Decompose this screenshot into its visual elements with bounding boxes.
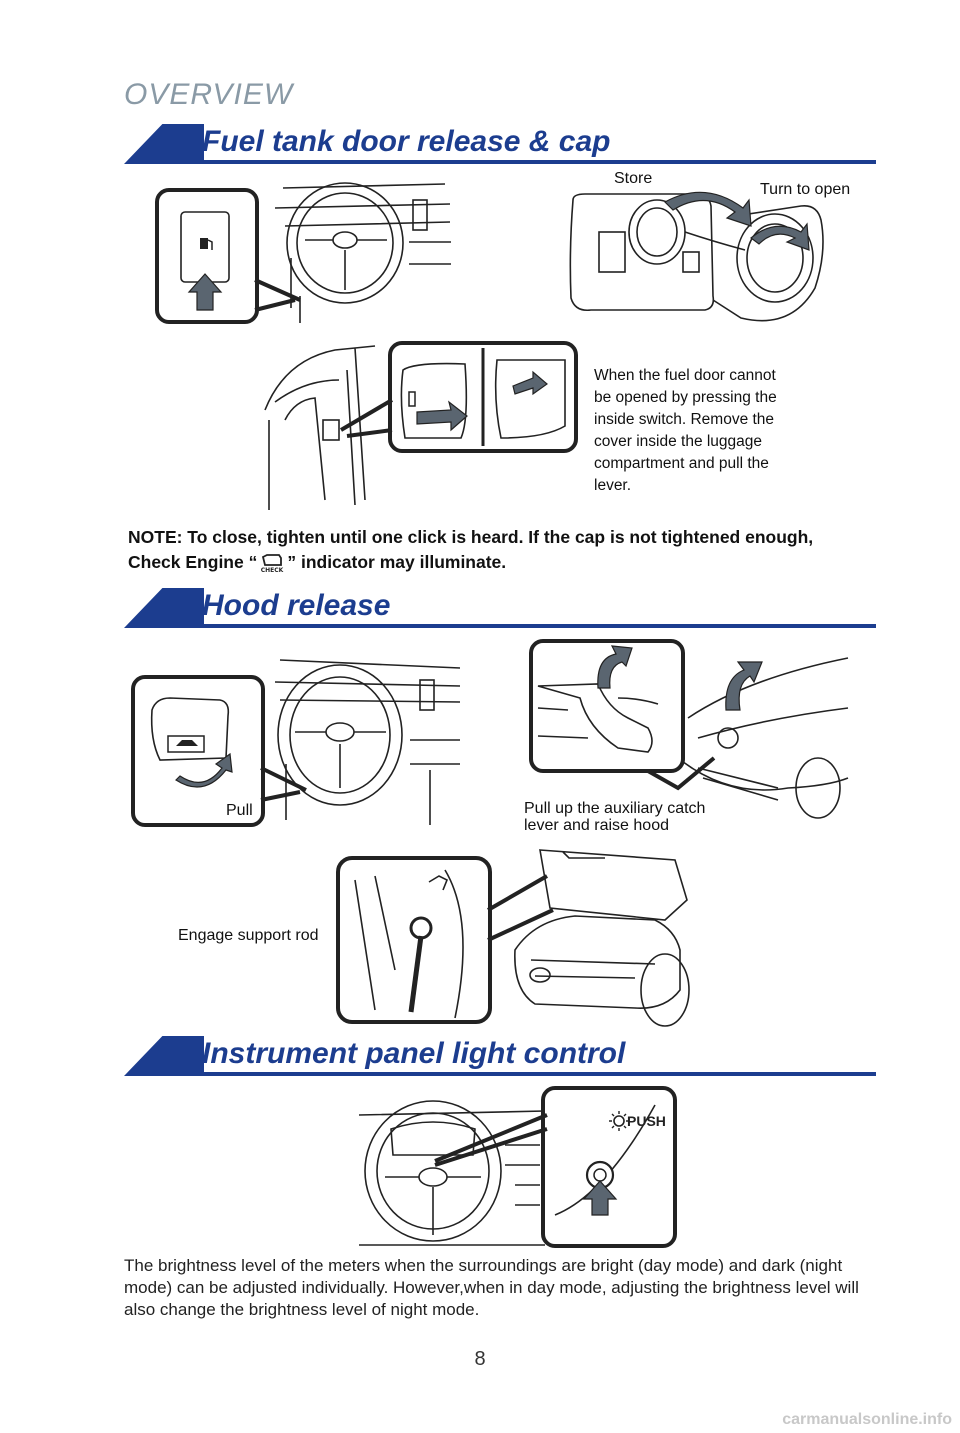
steering-wheel [277, 664, 403, 806]
fuel-cap-illustration [569, 191, 824, 322]
section-rule [184, 1072, 876, 1076]
page-header-overview: OVERVIEW [124, 78, 294, 111]
fuel-pump-icon [200, 238, 213, 250]
instrument-dashboard-illustration [358, 1086, 677, 1248]
hood-open-icon [176, 740, 198, 746]
section-header-hood: Hood release [124, 582, 876, 628]
auxiliary-catch-label: Pull up the auxiliary catch lever and ra… [524, 800, 706, 834]
support-rod-illustration [336, 849, 690, 1027]
section-rule [184, 160, 876, 164]
fuel-dashboard-illustration [155, 182, 451, 324]
store-arrow [664, 191, 752, 227]
page-number: 8 [474, 1348, 486, 1370]
watermark: carmanualsonline.info [782, 1411, 952, 1428]
section-header-instrument: Instrument panel light control [124, 1030, 876, 1076]
steering-wheel [286, 182, 404, 304]
store-label: Store [614, 170, 653, 187]
note-text-after: ” indicator may illuminate. [287, 552, 507, 572]
section-title-fuel: Fuel tank door release & cap [202, 125, 611, 158]
instrument-description: The brightness level of the meters when … [124, 1256, 859, 1319]
auxiliary-catch-illustration [529, 639, 849, 819]
section-rule [184, 624, 876, 628]
section-header-fuel: Fuel tank door release & cap [124, 118, 876, 164]
section-title-hood: Hood release [202, 589, 391, 622]
up-arrow-icon [187, 273, 223, 311]
luggage-lever-illustration [264, 341, 578, 510]
steering-wheel [364, 1100, 502, 1242]
brightness-icon [609, 1111, 629, 1131]
section-tab [124, 1036, 204, 1076]
fuel-emergency-note: When the fuel door cannot be opened by p… [594, 367, 777, 494]
support-rod-label: Engage support rod [178, 927, 319, 944]
turn-to-open-label: Turn to open [760, 181, 851, 198]
fuel-close-note: NOTE: To close, tighten until one click … [128, 525, 848, 575]
check-engine-icon: CHECK [261, 554, 284, 574]
svg-text:CHECK: CHECK [261, 567, 284, 574]
section-tab [124, 588, 204, 628]
hood-release-dashboard [131, 659, 461, 827]
section-tab [124, 124, 204, 164]
turn-arrow [750, 222, 810, 251]
pull-label: Pull [226, 802, 253, 819]
section-title-instrument: Instrument panel light control [202, 1037, 626, 1070]
note-text-before: NOTE: To close, tighten until one click … [128, 527, 814, 572]
push-label: PUSH [627, 1113, 666, 1129]
